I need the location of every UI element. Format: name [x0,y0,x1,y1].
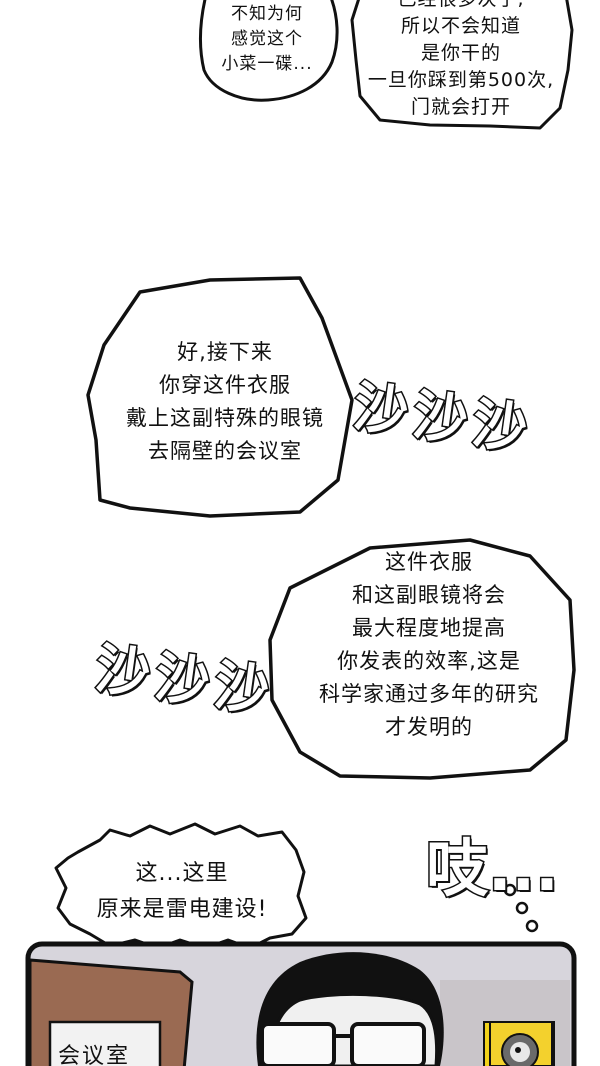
speech-bubble-1 [198,0,339,102]
bubble-4-line-4: 你发表的效率,这是 [337,649,521,673]
bubble-1-line-2: 感觉这个 [231,29,303,49]
bubble-3-line-1: 好,接下来 [177,340,273,364]
bubble-4-line-3: 最大程度地提高 [352,616,506,640]
bubble-4-line-5: 科学家通过多年的研究 [319,682,539,706]
speech-bubble-3 [86,276,354,518]
bubble-5-text: 这...这里 原来是雷电建设! [70,856,294,928]
bubble-3-text: 好,接下来 你穿这件衣服 戴上这副特殊的眼镜 去隔壁的会议室 [105,336,345,468]
bubble-1-line-3: 小菜一碟... [221,54,313,74]
door-sign-text: 会议室 [58,1044,131,1066]
bubble-2-line-3: 是你干的 [420,42,501,64]
creak-dot-3 [525,919,539,933]
bubble-5-line-2: 原来是雷电建设! [96,897,268,922]
speech-bubble-2 [350,0,574,130]
door-sign-plate [48,1020,162,1066]
bubble-2-text: 已经很多次了, 所以不会知道 是你干的 一旦你踩到第500次, 门就会打开 [356,0,566,121]
bubble-1-line-1: 不知为何 [231,4,303,24]
bubble-4-text: 这件衣服 和这副眼镜将会 最大程度地提高 你发表的效率,这是 科学家通过多年的研… [290,546,568,744]
creak-dot-2 [515,901,529,915]
bubble-5-line-1: 这...这里 [135,861,229,886]
bubble-2-line-1: 已经很多次了, [356,0,566,13]
bubble-3-line-3: 戴上这副特殊的眼镜 [126,406,324,430]
bubble-1-text: 不知为何 感觉这个 小菜一碟... [208,2,326,77]
bubble-2-line-5: 门就会打开 [410,96,511,118]
bubble-3-line-2: 你穿这件衣服 [159,373,291,397]
bubble-4-line-6: 才发明的 [385,715,473,739]
speech-bubble-5 [54,822,308,950]
glasses-right-lens [350,1022,426,1066]
creak-sfx: 吱... [426,831,560,907]
bubble-2-line-2: 所以不会知道 [400,15,521,37]
speech-bubble-4 [268,538,576,780]
glasses-left-lens [260,1022,336,1066]
bubble-2-line-4: 一旦你踩到第500次, [367,69,555,91]
bubble-4-line-1: 这件衣服 [385,550,473,574]
creak-dot-1 [503,883,517,897]
bubble-4-line-2: 和这副眼镜将会 [352,583,506,607]
bubble-3-line-4: 去隔壁的会议室 [148,439,302,463]
